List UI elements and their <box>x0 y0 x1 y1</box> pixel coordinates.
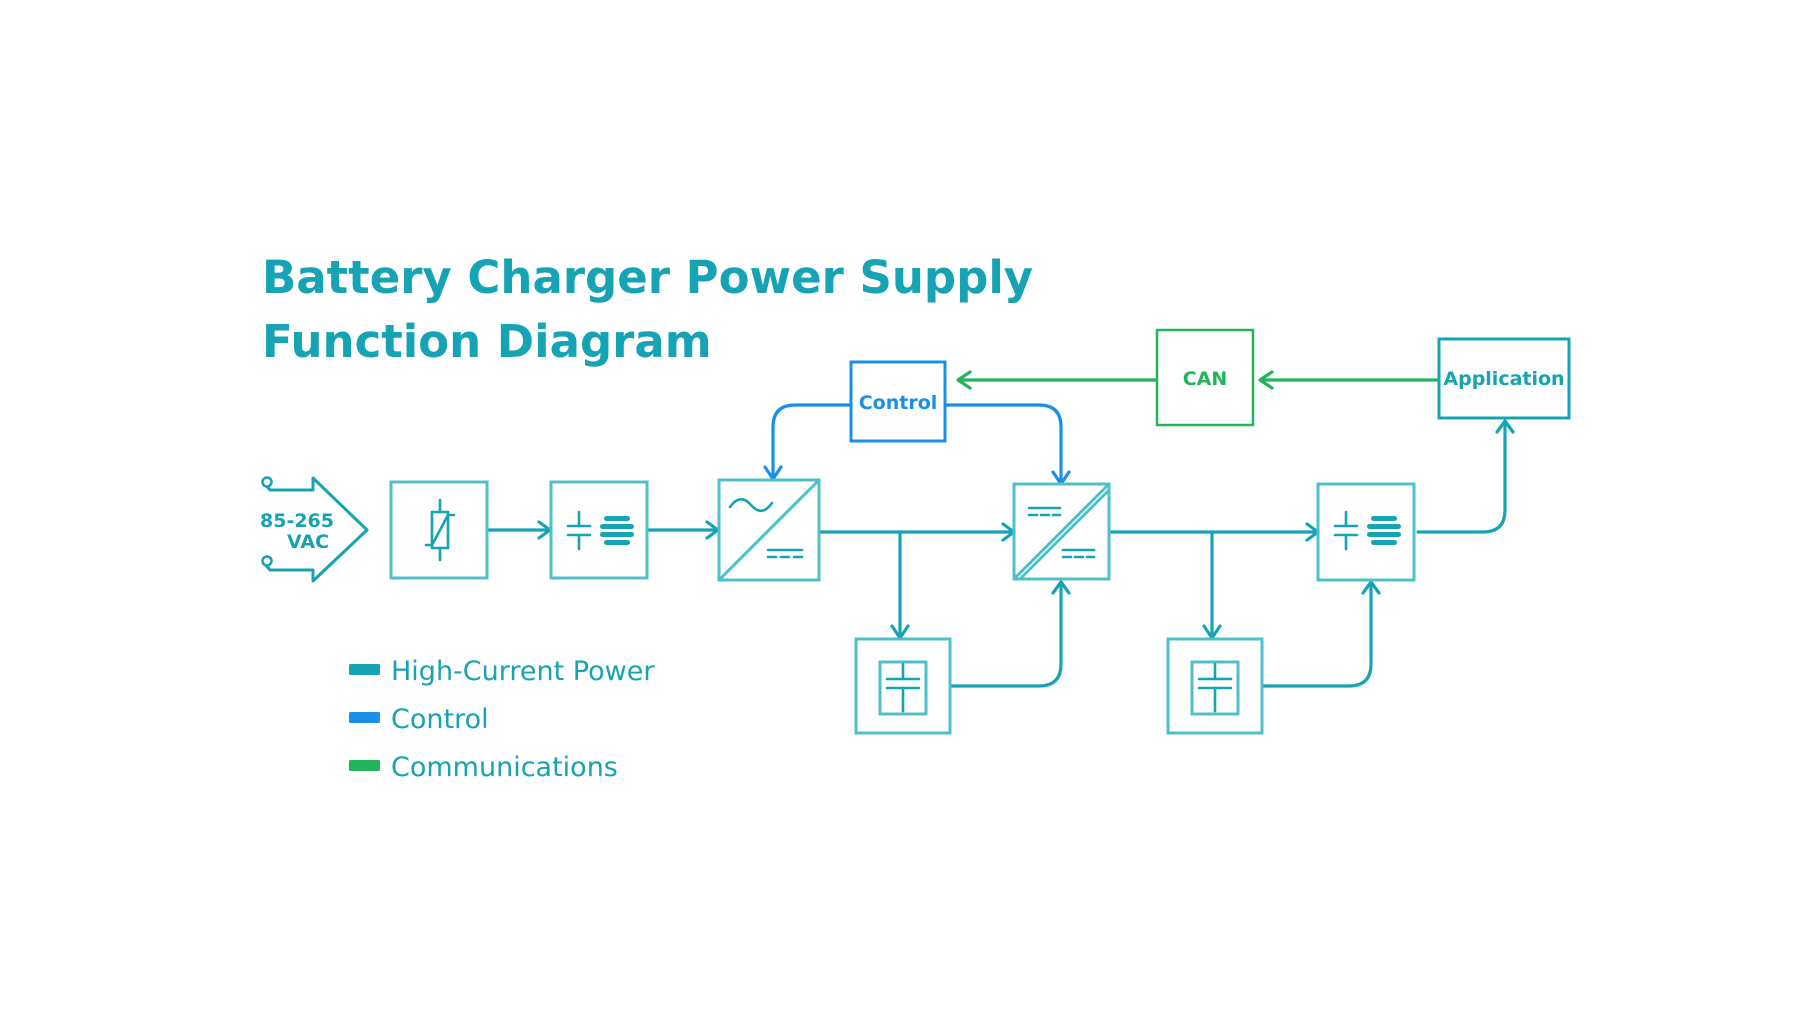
legend-item-communications: Communications <box>349 752 618 783</box>
output-filter-block <box>1316 482 1416 582</box>
filter-icon <box>566 510 592 551</box>
legend-label-control: Control <box>391 704 489 735</box>
battery-stack-icon <box>1367 516 1401 545</box>
dc-in-symbol-icon <box>1027 506 1062 517</box>
capacitor-icon <box>885 662 921 713</box>
diagram-title-line1: Battery Charger Power Supply <box>262 251 1033 304</box>
can-block: CAN <box>1155 328 1255 427</box>
control-block-label: Control <box>859 392 938 414</box>
input-arrow: 85-265 VAC <box>260 476 369 583</box>
ac-dc-converter-block <box>717 478 821 582</box>
dc-symbol-icon <box>766 548 804 559</box>
bulk-capacitor-block-2 <box>1166 637 1264 735</box>
ac-wave-icon <box>728 497 774 513</box>
legend: High-Current Power Control Communication… <box>349 656 655 783</box>
dc-out-symbol-icon <box>1061 548 1096 559</box>
legend-swatch-communications <box>349 760 380 771</box>
legend-item-power: High-Current Power <box>349 656 655 687</box>
legend-label-power: High-Current Power <box>391 656 655 687</box>
input-voltage-label: 85-265 <box>260 510 334 532</box>
power-lines <box>486 419 1515 688</box>
bulk-capacitor-block-1 <box>854 637 952 735</box>
capacitor-icon <box>1197 662 1233 713</box>
communications-lines <box>956 370 1442 390</box>
can-block-label: CAN <box>1183 368 1228 390</box>
varistor-block <box>389 480 489 580</box>
input-terminal-bottom <box>261 555 273 567</box>
input-filter-block <box>549 480 649 580</box>
battery-stack-icon <box>600 516 634 545</box>
diagram-title-line2: Function Diagram <box>262 315 712 368</box>
legend-swatch-control <box>349 712 380 723</box>
application-block: Application <box>1437 337 1571 420</box>
application-block-label: Application <box>1443 368 1564 390</box>
legend-label-communications: Communications <box>391 752 618 783</box>
filter-icon <box>1333 510 1359 551</box>
dc-dc-converter-block <box>1012 482 1111 581</box>
legend-item-control: Control <box>349 704 489 735</box>
control-block: Control <box>849 360 947 443</box>
input-terminal-top <box>261 476 273 488</box>
input-unit-label: VAC <box>287 531 329 553</box>
legend-swatch-power <box>349 664 380 675</box>
varistor-icon <box>424 498 456 562</box>
